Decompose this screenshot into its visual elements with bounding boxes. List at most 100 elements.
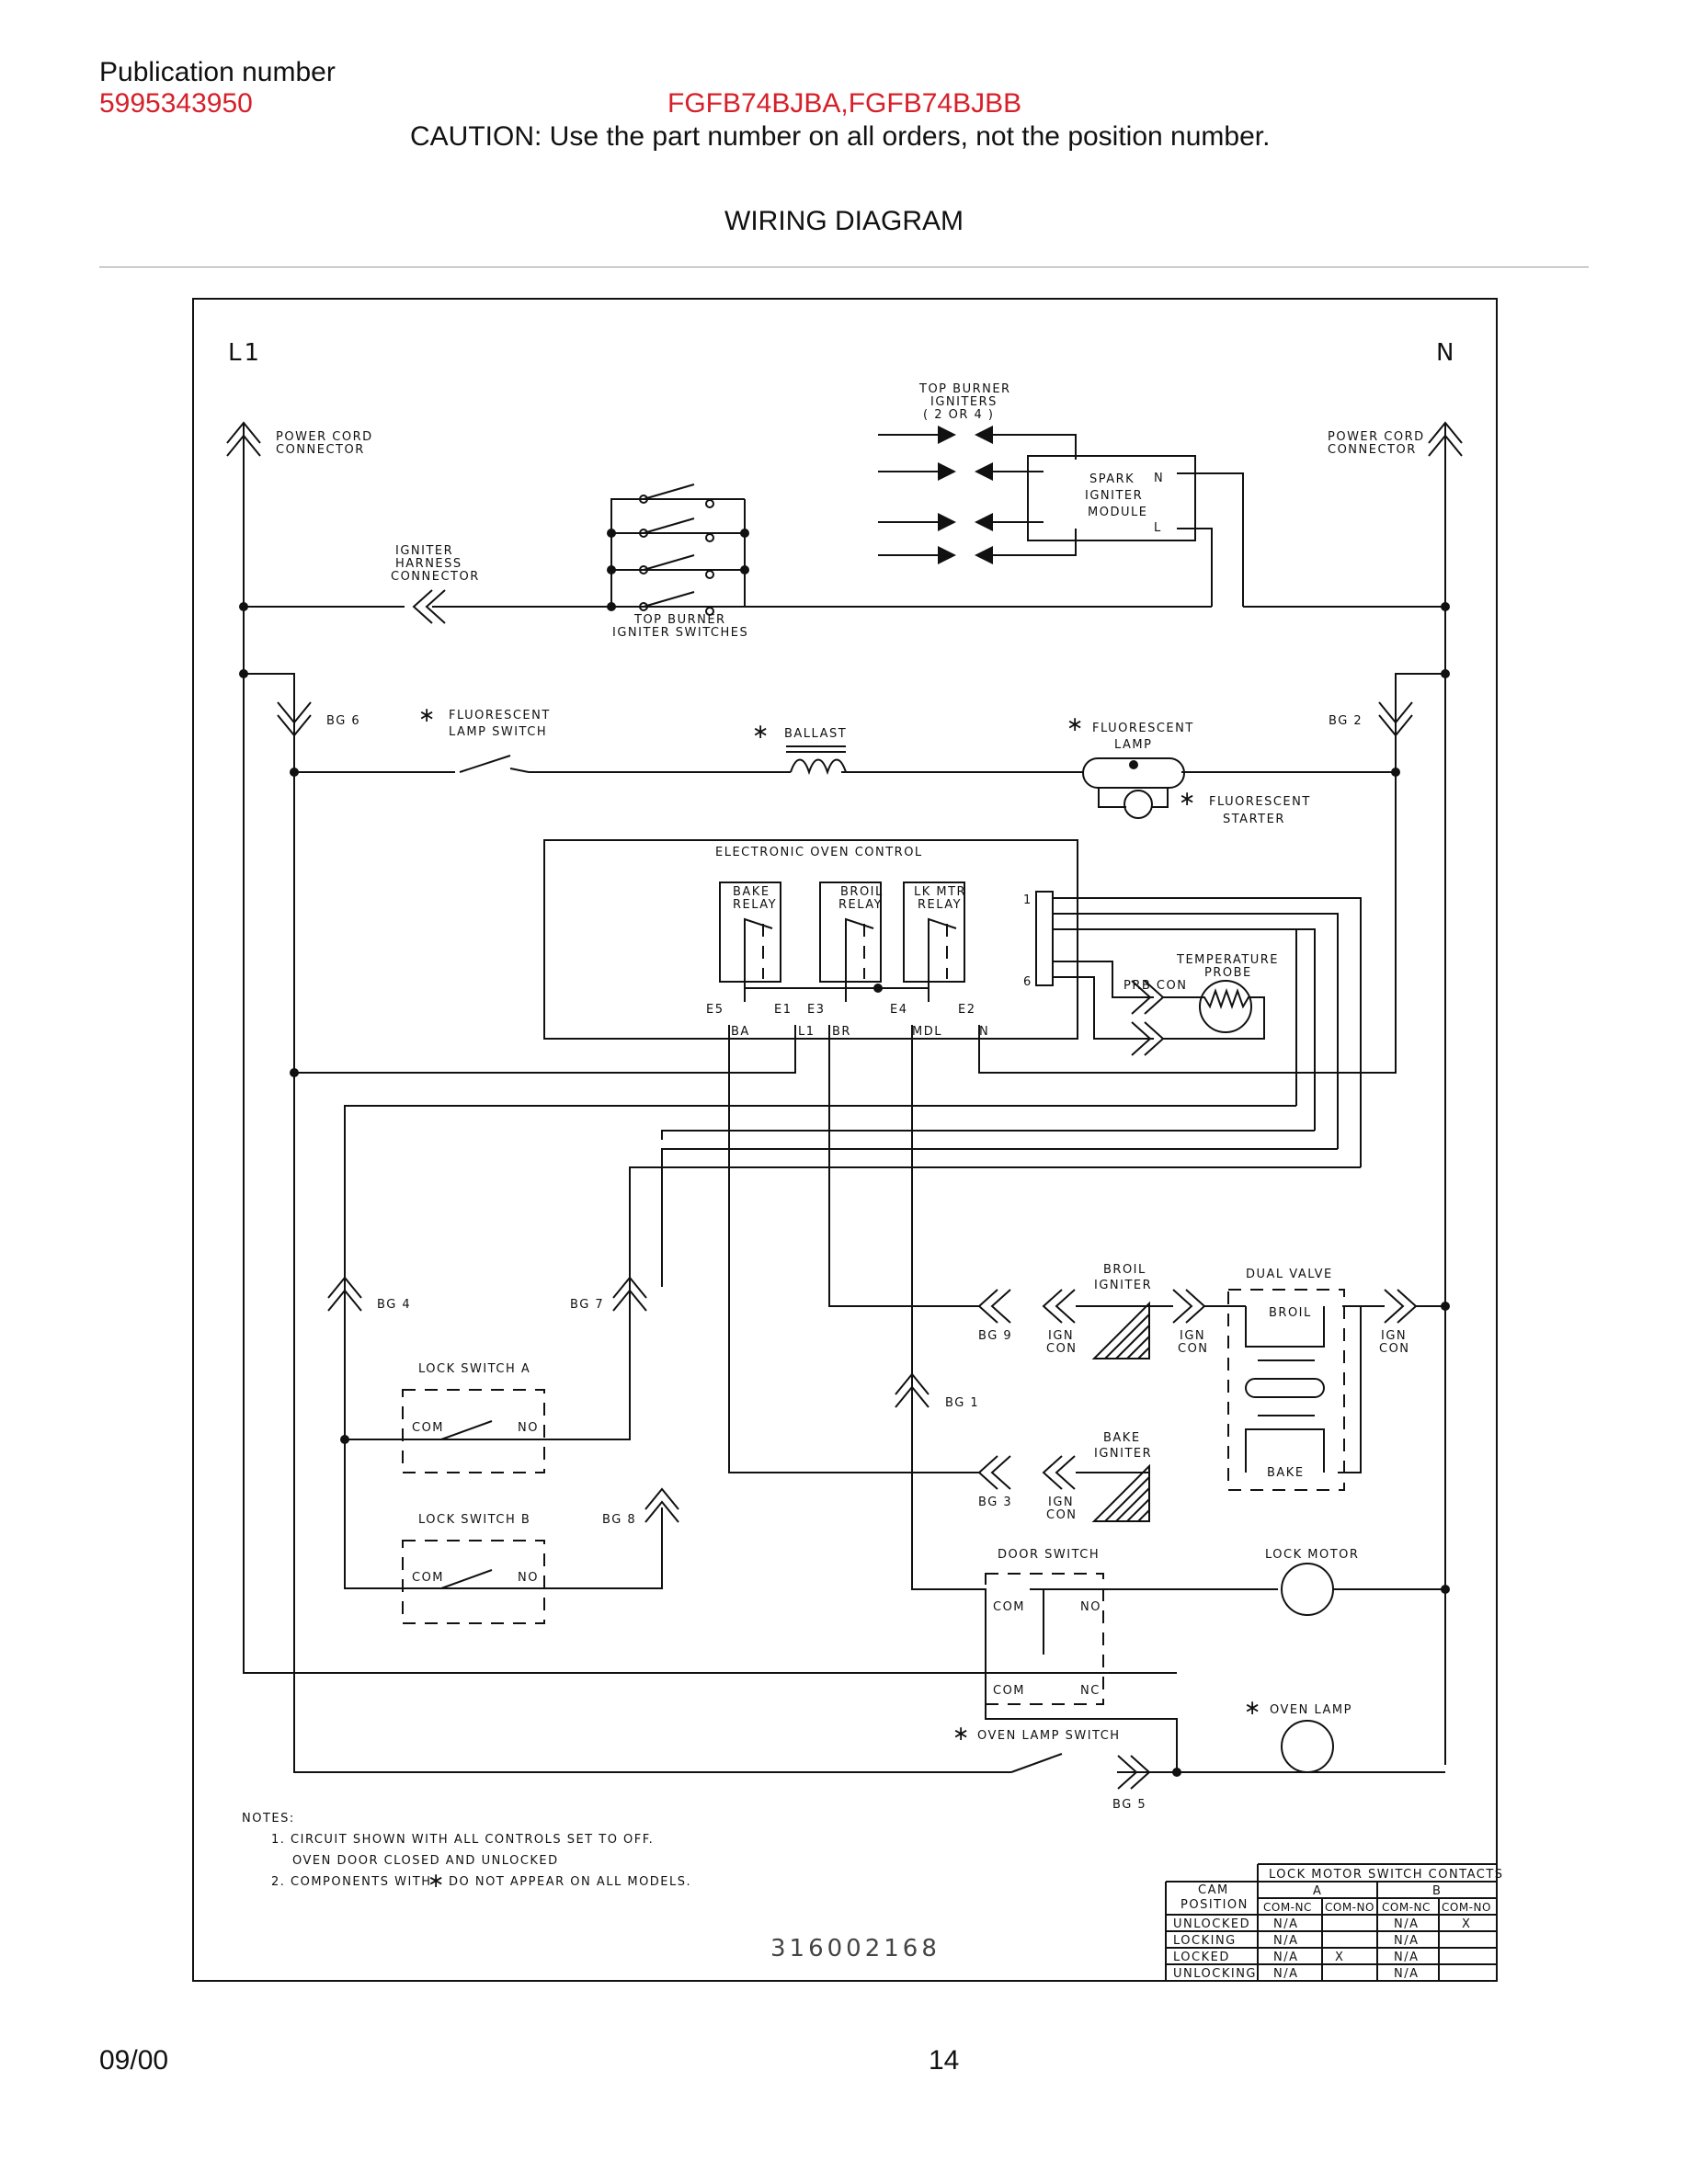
terminal-e2: E2 (958, 1003, 976, 1017)
door-switch (985, 1573, 1104, 1705)
temp-probe-label-2: PROBE (1204, 966, 1252, 980)
fl-lamp-switch-label-1: FLUORESCENT (449, 709, 551, 722)
spark-module-feed (744, 472, 1445, 608)
cam-label-1: CAM (1198, 1883, 1229, 1897)
lock-switch-feed-wiring (344, 1105, 1361, 1287)
cam-row-cell: N/A (1394, 1967, 1420, 1981)
bg9-connector-icon (978, 1289, 1011, 1324)
l1-label: L1 (228, 339, 262, 367)
temperature-probe (1199, 980, 1252, 1033)
fl-starter-label-2: STARTER (1223, 813, 1285, 826)
top-burner-switches-label-2: IGNITER SWITCHES (612, 626, 748, 640)
lock-switch-a-label: LOCK SWITCH A (418, 1362, 530, 1376)
oven-lamp-switch-asterisk: ∗ (952, 1723, 972, 1746)
fl-lamp-switch-label-2: LAMP SWITCH (449, 725, 547, 739)
ign-con-1-label-1: IGN (1048, 1329, 1074, 1343)
door-switch-no: NO (1080, 1600, 1101, 1614)
fl-starter-asterisk: ∗ (1179, 788, 1198, 811)
diagram-frame (192, 298, 1498, 1982)
bg1-label: BG 1 (945, 1396, 979, 1410)
l1-rail (243, 423, 1177, 1674)
cam-row-cell: N/A (1273, 1917, 1299, 1931)
lock-switch-b-label: LOCK SWITCH B (418, 1513, 530, 1527)
bake-relay-label-2: RELAY (733, 898, 777, 912)
probe-resistor (1163, 987, 1265, 1040)
bake-igniter-label-2: IGNITER (1094, 1447, 1152, 1461)
oven-lamp-switch-wire (1010, 1753, 1445, 1773)
bg6-label: BG 6 (326, 714, 360, 728)
oven-lamp-asterisk: ∗ (1244, 1697, 1263, 1720)
broil-ign-con-left-icon (1043, 1289, 1076, 1324)
bake-igniter-label-1: BAKE (1103, 1431, 1141, 1445)
cam-row-position: LOCKING (1173, 1934, 1237, 1948)
igniter-harness-wiring (244, 498, 745, 608)
lk-mtr-relay (903, 882, 965, 983)
lock-motor (1281, 1563, 1334, 1616)
ign-con-3-label-2: CON (1379, 1342, 1410, 1356)
broil-relay-label-2: RELAY (838, 898, 883, 912)
junction-dots (239, 529, 1450, 1777)
eoc-label: ELECTRONIC OVEN CONTROL (715, 846, 923, 859)
fl-lamp-asterisk: ∗ (1066, 713, 1086, 736)
cam-row-cell: N/A (1273, 1951, 1299, 1964)
oven-lamp-label: OVEN LAMP (1270, 1703, 1352, 1717)
relay-linkages (762, 924, 948, 979)
terminal-e3: E3 (807, 1003, 826, 1017)
dual-valve-bake-label: BAKE (1267, 1466, 1305, 1480)
diagram-title: WIRING DIAGRAM (724, 206, 964, 236)
ign-con-4-label-1: IGN (1048, 1496, 1074, 1509)
power-cord-right-label-2: CONNECTOR (1328, 443, 1417, 457)
dual-valve-solenoid (1245, 1378, 1325, 1398)
ballast-label: BALLAST (784, 727, 847, 741)
note-2-asterisk: ∗ (428, 1870, 447, 1893)
door-switch-com-2: COM (993, 1684, 1025, 1698)
ballast-asterisk: ∗ (752, 721, 771, 744)
bg3-connector-icon (978, 1455, 1011, 1490)
fluorescent-lamp-switch (459, 755, 530, 773)
door-switch-contacts (1030, 1588, 1278, 1674)
lock-switch-a-com: COM (412, 1421, 444, 1435)
cam-row-cell: N/A (1394, 1934, 1420, 1948)
cam-row-cell: N/A (1273, 1934, 1299, 1948)
terminal-n: N (979, 1025, 989, 1039)
cam-sub-4: COM-NO (1442, 1901, 1491, 1914)
relay-contacts (744, 917, 957, 1002)
cam-row-cell: X (1462, 1917, 1471, 1931)
cam-label-2: POSITION (1180, 1898, 1249, 1912)
eoc-pin-1: 1 (1023, 893, 1032, 907)
ballast-core (786, 745, 846, 753)
cam-row-position: LOCKED (1173, 1951, 1230, 1964)
broil-igniter-label-1: BROIL (1103, 1263, 1146, 1277)
broil-igniter (1093, 1302, 1150, 1359)
note-2b: DO NOT APPEAR ON ALL MODELS. (449, 1875, 691, 1889)
bg-branch (244, 673, 1445, 772)
dual-valve-label: DUAL VALVE (1246, 1268, 1333, 1281)
power-cord-right-label-1: POWER CORD (1328, 430, 1425, 444)
cam-row-cell: X (1335, 1951, 1344, 1964)
model-numbers: FGFB74BJBA,FGFB74BJBB (667, 88, 1022, 119)
note-1: 1. CIRCUIT SHOWN WITH ALL CONTROLS SET T… (271, 1833, 654, 1847)
eoc-pin-wiring (1053, 897, 1362, 1167)
power-cord-left-label-1: POWER CORD (276, 430, 373, 444)
ign-con-right-icon (1384, 1289, 1417, 1324)
top-burner-igniters-label-2: IGNITERS (930, 395, 998, 409)
cam-row-cell: N/A (1394, 1917, 1420, 1931)
ign-con-3-label-1: IGN (1381, 1329, 1407, 1343)
igniter-harness-label-2: HARNESS (395, 557, 462, 571)
cam-sub-3: COM-NC (1382, 1901, 1431, 1914)
prb-con-label: PRB CON (1123, 979, 1187, 993)
terminal-e4: E4 (890, 1003, 908, 1017)
publication-label: Publication number (99, 57, 336, 87)
terminal-br: BR (832, 1025, 851, 1039)
lock-switch-wiring (344, 1287, 663, 1589)
lock-switch-b (402, 1540, 545, 1624)
oven-lamp (1281, 1720, 1334, 1773)
terminal-e1: E1 (774, 1003, 793, 1017)
bg7-label: BG 7 (570, 1298, 604, 1312)
top-burner-switches-label-1: TOP BURNER (633, 613, 726, 627)
lock-switch-a (402, 1389, 545, 1473)
n-label: N (1436, 339, 1456, 367)
terminal-l1: L1 (798, 1025, 815, 1039)
